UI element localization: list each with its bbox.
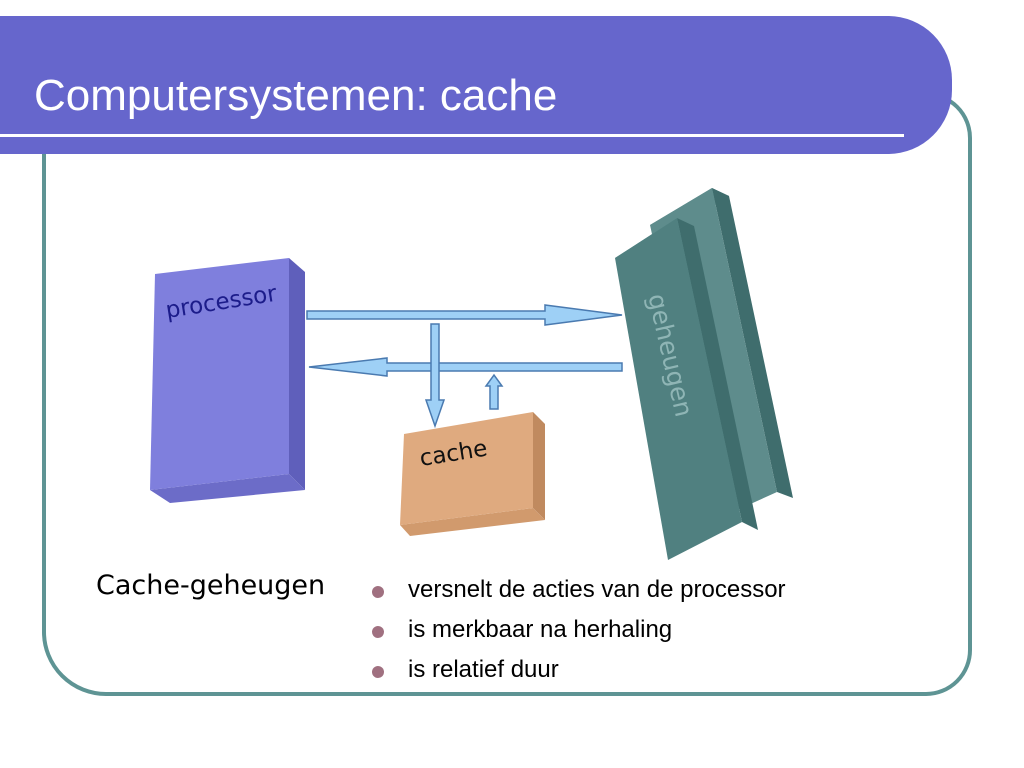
- arrow-up-from-cache: [484, 373, 504, 410]
- arrow-memory-to-processor: [308, 357, 623, 377]
- list-item: is merkbaar na herhaling: [372, 616, 786, 656]
- feature-list: versnelt de acties van de processor is m…: [372, 576, 786, 696]
- title-underline: [0, 134, 904, 137]
- list-item-text: is merkbaar na herhaling: [408, 616, 673, 643]
- slide-title: Computersystemen: cache: [34, 71, 558, 120]
- list-item: versnelt de acties van de processor: [372, 576, 786, 616]
- cache-box: [400, 412, 545, 536]
- bullet-dot-icon: [372, 666, 384, 678]
- list-item-text: versnelt de acties van de processor: [408, 576, 786, 603]
- bullet-dot-icon: [372, 626, 384, 638]
- list-item-text: is relatief duur: [408, 656, 559, 683]
- list-item: is relatief duur: [372, 656, 786, 696]
- memory-front-module: [615, 218, 758, 560]
- arrow-down-to-cache: [424, 323, 446, 429]
- processor-box: [150, 258, 305, 503]
- title-bar: [0, 16, 952, 154]
- cache-memory-heading: Cache-geheugen: [96, 570, 326, 601]
- bullet-dot-icon: [372, 586, 384, 598]
- arrow-processor-to-memory: [306, 304, 623, 326]
